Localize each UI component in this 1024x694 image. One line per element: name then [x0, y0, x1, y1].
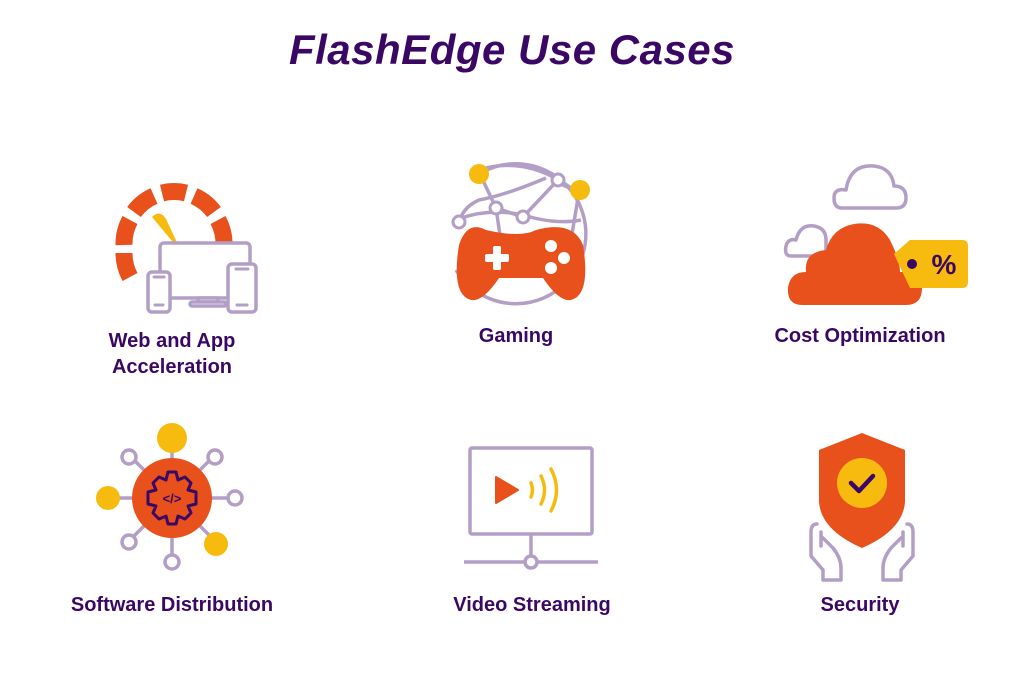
use-case-label-line2: Acceleration	[111, 356, 233, 378]
use-case-video-streaming: Video Streaming	[382, 420, 682, 630]
use-case-label: Video Streaming	[453, 594, 611, 616]
use-case-web-app-acceleration: Web and App Acceleration	[22, 160, 322, 390]
use-case-label: Web and App	[108, 330, 236, 352]
code-gear-network-icon: </>	[96, 423, 244, 571]
speedometer-devices-icon	[115, 183, 258, 314]
use-case-software-distribution: </> Software Distribution	[22, 420, 322, 630]
gamepad-globe-icon	[451, 161, 590, 306]
use-case-label: Security	[820, 594, 900, 616]
percent-symbol: %	[932, 249, 957, 280]
use-case-cost-optimization: % Cost Optimization	[710, 160, 1010, 360]
shield-hands-icon	[809, 433, 915, 582]
use-case-label: Software Distribution	[70, 594, 274, 616]
use-case-label: Gaming	[478, 325, 554, 347]
cloud-price-tag-icon: %	[783, 164, 968, 305]
use-case-security: Security	[710, 420, 1010, 630]
use-case-gaming: Gaming	[366, 160, 666, 360]
video-screen-icon	[464, 446, 598, 570]
code-symbol: </>	[163, 491, 182, 506]
use-case-label: Cost Optimization	[774, 325, 946, 347]
page-title: FlashEdge Use Cases	[288, 26, 736, 73]
